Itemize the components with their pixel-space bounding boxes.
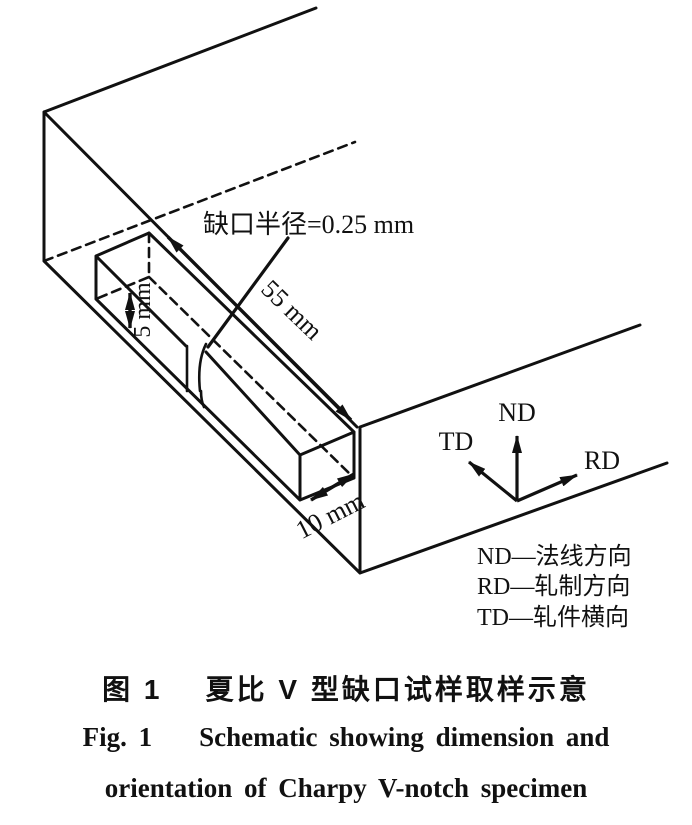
rd-axis-arrow <box>516 473 578 503</box>
axis-legend: ND—法线方向 RD—轧制方向 TD—轧件横向 <box>477 543 632 631</box>
td-axis-label: TD <box>439 427 474 456</box>
specimen-outline <box>94 231 356 502</box>
plate-hidden-edge <box>42 140 357 263</box>
figure-caption-english-line2: orientation of Charpy V-notch specimen <box>104 773 588 803</box>
orientation-axes <box>467 435 578 503</box>
rd-axis-label: RD <box>584 446 620 475</box>
legend-line-td: TD—轧件横向 <box>477 604 629 631</box>
figure-caption-chinese: 图 1 夏比 V 型缺口试样取样示意 <box>102 674 590 705</box>
legend-line-rd: RD—轧制方向 <box>477 573 630 600</box>
length-dimension-arrow <box>166 235 353 422</box>
td-axis-arrow <box>467 460 519 503</box>
width-dimension-label: 10 mm <box>291 486 369 545</box>
nd-axis-label: ND <box>498 398 536 427</box>
notch-radius-label: 缺口半径=0.25 mm <box>203 210 414 239</box>
legend-line-nd: ND—法线方向 <box>477 543 632 570</box>
figure-caption-english-line1: Fig. 1 Schematic showing dimension and <box>82 722 610 752</box>
height-dimension-label: 5 mm <box>130 282 156 338</box>
width-dimension-arrow <box>310 472 355 502</box>
